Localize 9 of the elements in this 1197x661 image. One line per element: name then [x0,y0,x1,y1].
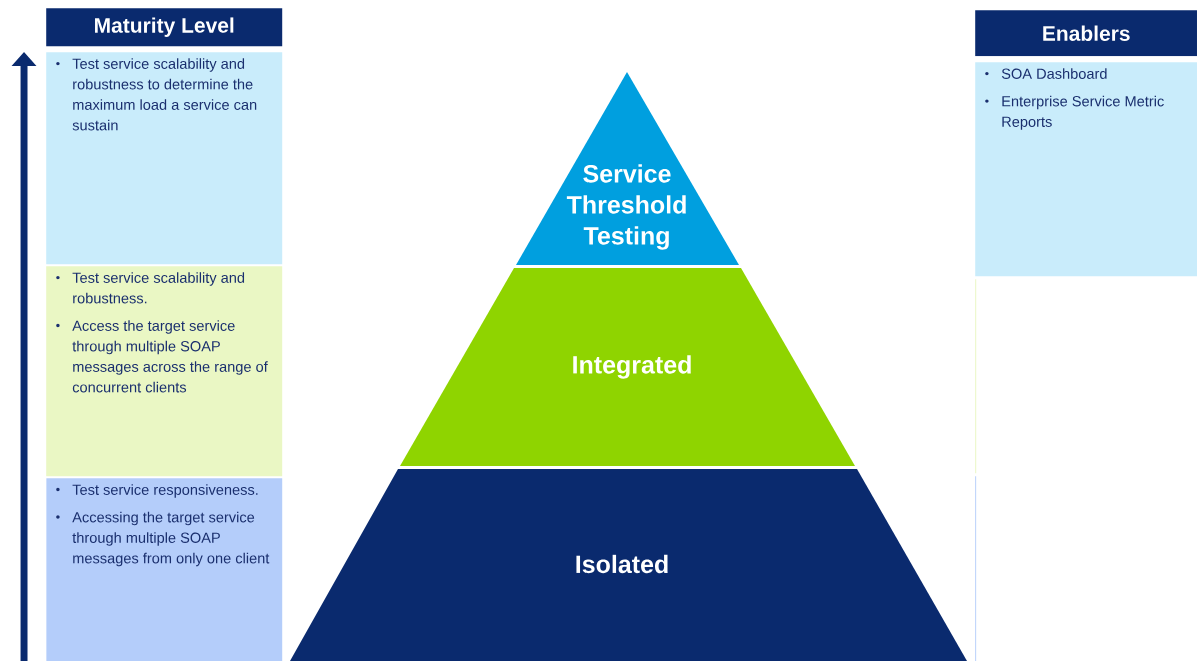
text-panel: SOA Dashboard Enterprise Service Metric Reports [975,62,1197,277]
pyramid-layer: Integrated [400,268,855,466]
pyramid-layer: Isolated [290,469,967,661]
text-panel: Test service responsiveness. Accessing the target service through multiple SOAP messages from only one client [46,478,283,661]
pyramid-top: Service Threshold Testing [516,72,739,265]
header-bar: Maturity Level [46,8,283,47]
text-panel: Test service scalability and robustness to determine the maximum load a service can sustain [46,52,283,265]
header-bar: Enablers [975,10,1197,57]
text-panel: Test service scalability and robustness. Access the target service through multiple SOAP messages across the range of concurrent clients [46,266,283,477]
